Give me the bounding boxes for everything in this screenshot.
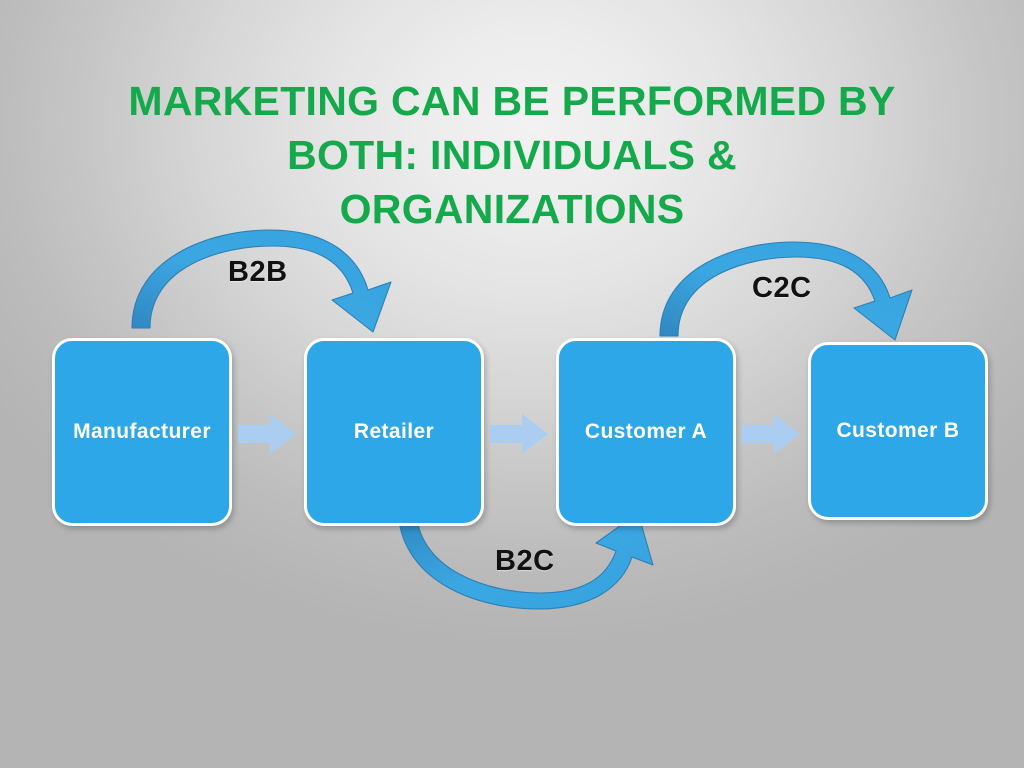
arrow-right-icon — [742, 414, 800, 454]
process-node-customer-b[interactable]: Customer B — [808, 342, 988, 520]
process-node-manufacturer[interactable]: Manufacturer — [52, 338, 232, 526]
process-node-label: Customer B — [836, 419, 960, 442]
arrow-right-icon — [238, 414, 296, 454]
process-node-retailer[interactable]: Retailer — [304, 338, 484, 526]
process-node-label: Retailer — [353, 420, 435, 443]
curve-label-c2c: C2C — [752, 272, 812, 304]
process-node-label: Customer A — [584, 420, 708, 443]
process-node-customer-a[interactable]: Customer A — [556, 338, 736, 526]
page-title: MARKETING CAN BE PERFORMED BY BOTH: INDI… — [128, 78, 896, 232]
curve-label-b2c: B2C — [495, 545, 555, 577]
curve-label-b2b: B2B — [228, 256, 288, 288]
arrow-right-icon — [490, 414, 548, 454]
process-node-label: Manufacturer — [73, 420, 211, 443]
